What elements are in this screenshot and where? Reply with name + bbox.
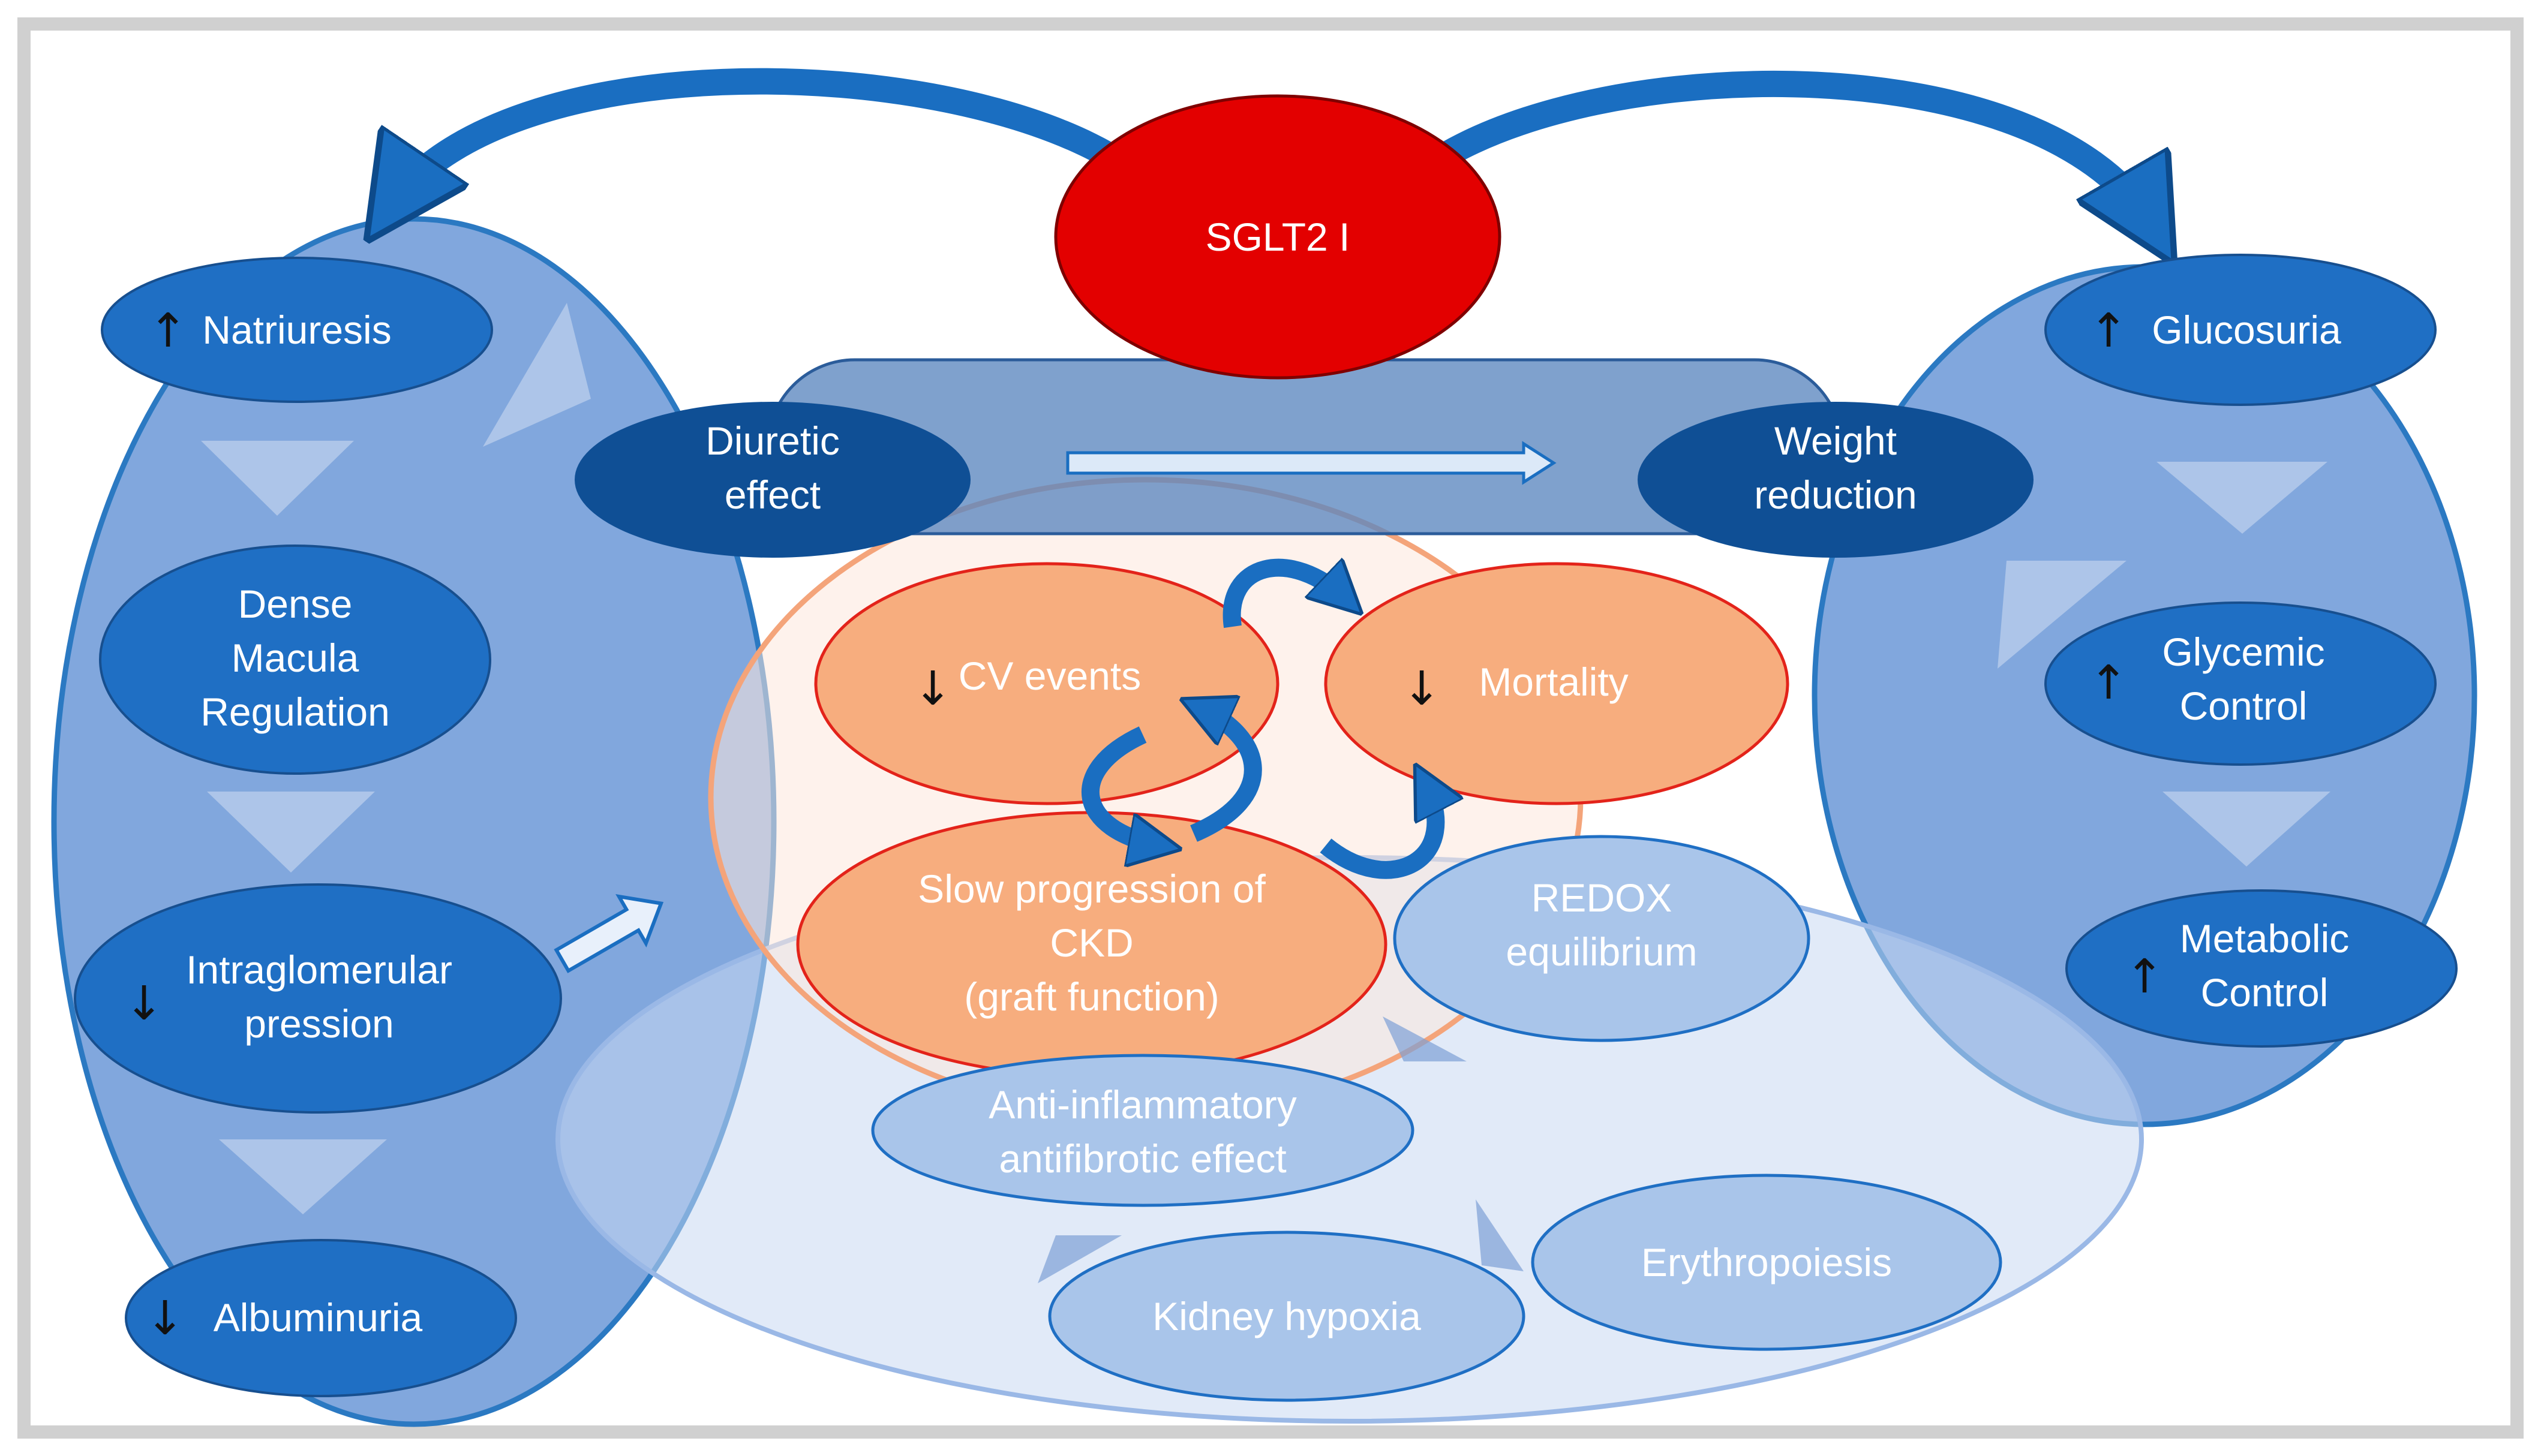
dense-macula-node [99, 545, 491, 775]
redox-node [1393, 835, 1810, 1042]
dense-macula-line1: Dense [238, 582, 353, 626]
down-arrow-icon: ↓ [1402, 662, 1441, 716]
left-flow-triangle [483, 303, 591, 447]
right-flow-triangle [2162, 792, 2330, 867]
glycemic-control-node [2044, 601, 2437, 766]
albuminuria-label: Albuminuria [214, 1295, 423, 1340]
glycemic-line1: Glycemic [2162, 630, 2324, 674]
diuretic-effect-node [575, 402, 971, 558]
up-arrow-icon: ↑ [2125, 950, 2164, 1004]
natriuresis-label: Natriuresis [202, 308, 391, 352]
sglt2-to-left-arrow [390, 68, 1167, 207]
dense-macula-line3: Regulation [200, 690, 390, 734]
up-arrow-icon: ↑ [2089, 304, 2128, 358]
left-flow-triangle [207, 792, 375, 873]
weight-label-line1: Weight [1774, 419, 1897, 463]
anti-inflammatory-line1: Anti-inflammatory [989, 1082, 1296, 1127]
down-arrow-icon: ↓ [913, 662, 952, 716]
ckd-line1: Slow progression of [918, 867, 1266, 911]
redox-to-mortality-arrow [1320, 783, 1435, 879]
mechanism-flow-triangle [1383, 1016, 1467, 1061]
redox-line2: equilibrium [1506, 929, 1697, 974]
mortality-node [1324, 562, 1789, 805]
up-arrow-icon: ↑ [2089, 656, 2128, 710]
metabolic-control-node [2065, 889, 2458, 1048]
kidney-hypoxia-node [1048, 1231, 1525, 1402]
right-flow-triangle [1998, 561, 2126, 669]
diuretic-label-line1: Diuretic [705, 419, 840, 463]
right-flow-triangle [2156, 462, 2327, 534]
down-arrow-icon: ↓ [124, 977, 163, 1031]
intraglomerular-line2: pression [244, 1001, 394, 1046]
glucosuria-node [2044, 254, 2437, 406]
sglt2-node [1054, 94, 1501, 380]
cv-events-label: CV events [959, 654, 1141, 698]
redox-line1: REDOX [1531, 876, 1672, 920]
diuretic-label-line2: effect [725, 473, 821, 517]
anti-inflammatory-node [871, 1054, 1414, 1207]
natriuresis-node [101, 257, 493, 403]
intraglomerular-line1: Intraglomerular [186, 947, 452, 992]
kidney-hypoxia-label: Kidney hypoxia [1152, 1294, 1421, 1338]
metabolic-line2: Control [2201, 970, 2329, 1015]
erythropoiesis-node [1531, 1174, 2002, 1351]
intraglomerular-to-center-arrow [554, 894, 664, 973]
ckd-line2: CKD [1050, 920, 1133, 965]
ckd-line3: (graft function) [964, 974, 1220, 1019]
cv-to-mortality-arrow [1223, 568, 1347, 628]
left-flow-triangle [219, 1139, 387, 1214]
mechanism-flow-triangle [1038, 1235, 1122, 1283]
glycemic-line2: Control [2180, 684, 2308, 728]
sglt2-to-right-arrow [1388, 71, 2153, 228]
cv-to-ckd-arrow [1081, 726, 1161, 846]
albuminuria-node [125, 1239, 517, 1397]
diuretic-to-weight-arrow [1066, 441, 1557, 485]
weight-reduction-node [1638, 402, 2034, 558]
left-flow-triangle [201, 441, 354, 516]
sglt2-label: SGLT2 I [1206, 215, 1350, 259]
intraglomerular-node [74, 883, 562, 1114]
metabolic-line1: Metabolic [2180, 916, 2349, 961]
down-arrow-icon: ↓ [145, 1292, 184, 1346]
glucosuria-label: Glucosuria [2152, 308, 2341, 352]
mechanism-flow-triangle [1476, 1199, 1524, 1271]
mortality-label: Mortality [1479, 660, 1628, 704]
dense-macula-line2: Macula [232, 636, 359, 680]
up-arrow-icon: ↑ [148, 304, 187, 358]
ckd-to-cv-arrow [1194, 708, 1262, 842]
erythropoiesis-label: Erythropoiesis [1641, 1240, 1892, 1284]
anti-inflammatory-line2: antifibrotic effect [999, 1136, 1286, 1181]
weight-label-line2: reduction [1754, 473, 1917, 517]
cv-events-node [814, 562, 1279, 805]
